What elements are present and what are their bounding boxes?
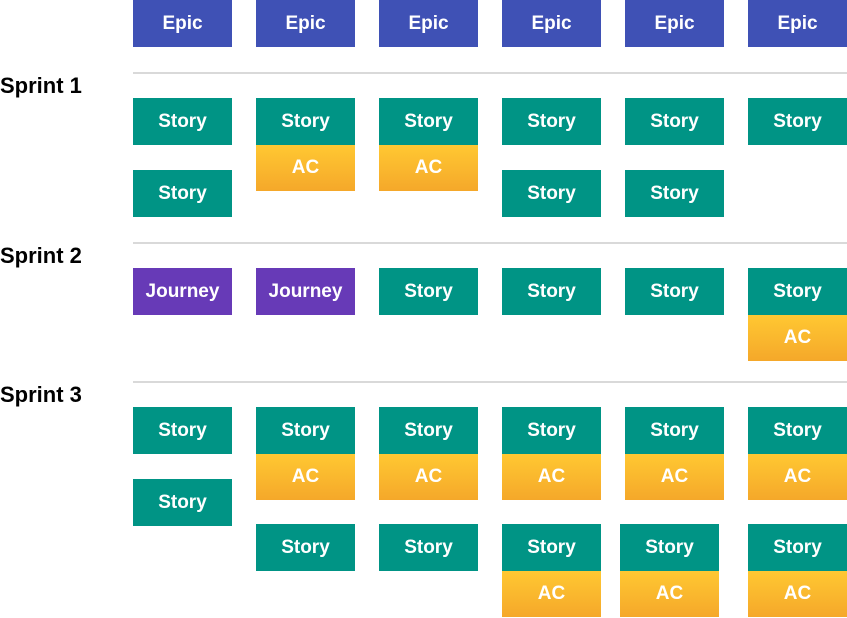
acceptance-criteria-card[interactable]: AC [256,454,355,500]
epic-card[interactable]: Epic [379,0,478,47]
epic-card[interactable]: Epic [625,0,724,47]
sprint-divider [133,381,847,383]
acceptance-criteria-card[interactable]: AC [502,454,601,500]
story-card[interactable]: Story [256,407,355,454]
story-card[interactable]: Story [502,268,601,315]
story-card[interactable]: Story [379,524,478,571]
sprint-divider [133,242,847,244]
story-card[interactable]: Story [379,98,478,145]
sprint-3-label: Sprint 3 [0,382,82,407]
acceptance-criteria-card[interactable]: AC [379,454,478,500]
story-card[interactable]: Story [256,524,355,571]
story-card[interactable]: Story [620,524,719,571]
acceptance-criteria-card[interactable]: AC [379,145,478,191]
story-card[interactable]: Story [502,524,601,571]
sprint-2-label: Sprint 2 [0,243,82,268]
story-card[interactable]: Story [379,407,478,454]
story-card[interactable]: Story [379,268,478,315]
epic-card[interactable]: Epic [502,0,601,47]
story-card[interactable]: Story [625,407,724,454]
story-card[interactable]: Story [625,268,724,315]
story-card[interactable]: Story [748,407,847,454]
story-card[interactable]: Story [625,170,724,217]
epic-card[interactable]: Epic [256,0,355,47]
story-card[interactable]: Story [133,98,232,145]
journey-card[interactable]: Journey [133,268,232,315]
story-card[interactable]: Story [133,170,232,217]
acceptance-criteria-card[interactable]: AC [625,454,724,500]
acceptance-criteria-card[interactable]: AC [748,571,847,617]
epic-card[interactable]: Epic [133,0,232,47]
story-card[interactable]: Story [502,407,601,454]
acceptance-criteria-card[interactable]: AC [502,571,601,617]
sprint-divider [133,72,847,74]
acceptance-criteria-card[interactable]: AC [256,145,355,191]
sprint-1-label: Sprint 1 [0,73,82,98]
acceptance-criteria-card[interactable]: AC [748,315,847,361]
acceptance-criteria-card[interactable]: AC [620,571,719,617]
journey-card[interactable]: Journey [256,268,355,315]
story-card[interactable]: Story [133,407,232,454]
story-card[interactable]: Story [256,98,355,145]
story-card[interactable]: Story [502,170,601,217]
epic-card[interactable]: Epic [748,0,847,47]
story-card[interactable]: Story [133,479,232,526]
story-card[interactable]: Story [748,268,847,315]
story-card[interactable]: Story [502,98,601,145]
story-card[interactable]: Story [748,524,847,571]
acceptance-criteria-card[interactable]: AC [748,454,847,500]
story-card[interactable]: Story [625,98,724,145]
story-card[interactable]: Story [748,98,847,145]
